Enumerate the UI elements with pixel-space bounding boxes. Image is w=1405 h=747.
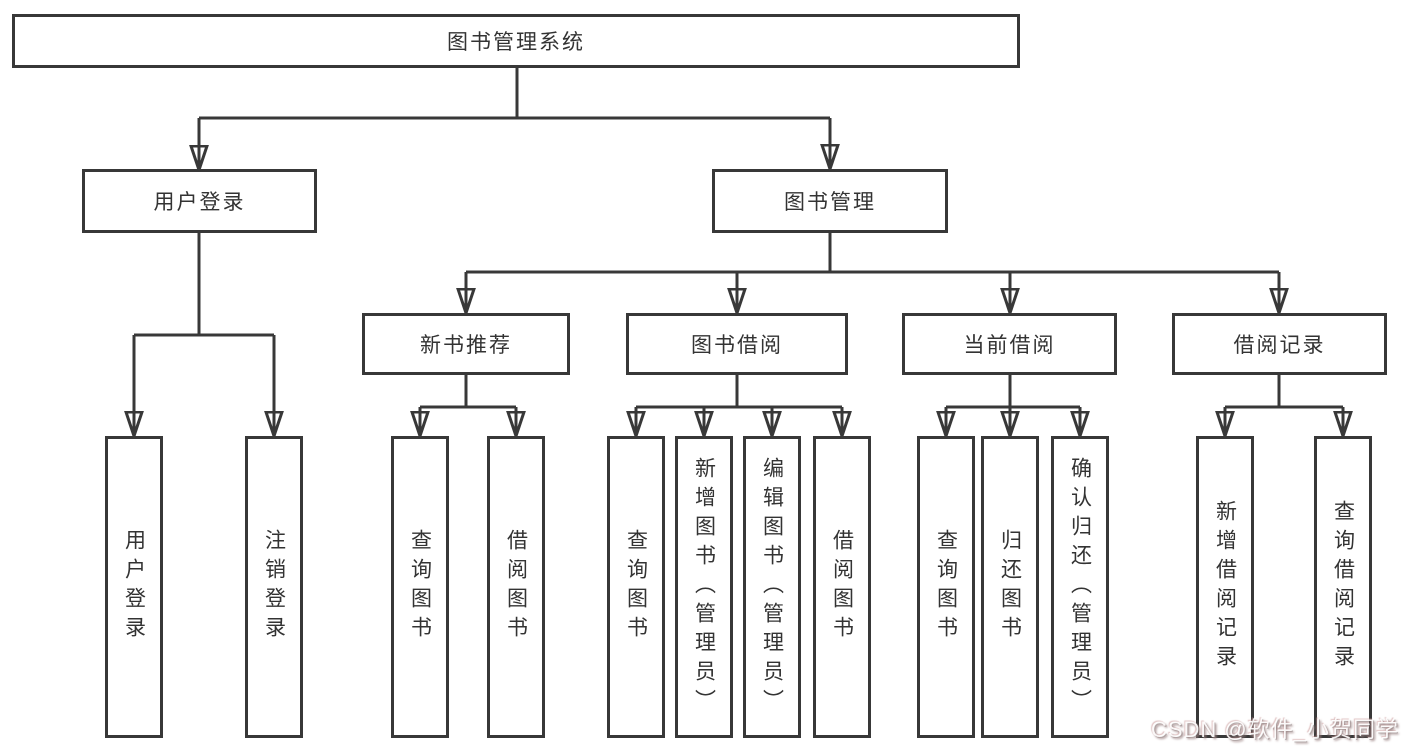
node-book-borrowing: 图书借阅 xyxy=(626,313,848,375)
node-book-management-label: 图书管理 xyxy=(784,191,876,214)
leaf-user-login: 用户登录 xyxy=(105,436,163,738)
leaf-borrowing-borrow-books: 借阅图书 xyxy=(813,436,871,738)
leaf-current-query-books: 查询图书 xyxy=(917,436,975,738)
leaf-user-login-label: 用户登录 xyxy=(122,529,146,645)
csdn-watermark: CSDN @软件_小贺同学 xyxy=(1150,717,1399,742)
node-user-login-label: 用户登录 xyxy=(153,191,246,214)
node-current-borrowing-label: 当前借阅 xyxy=(963,334,1056,357)
leaf-records-query-record: 查询借阅记录 xyxy=(1314,436,1372,738)
node-new-book-recommend-label: 新书推荐 xyxy=(420,334,512,357)
node-root-label: 图书管理系统 xyxy=(447,31,585,54)
leaf-borrowing-edit-books-admin: 编辑图书（管理员） xyxy=(743,436,801,738)
leaf-borrowing-query-books: 查询图书 xyxy=(607,436,665,738)
leaf-current-query-books-label: 查询图书 xyxy=(934,529,958,645)
leaf-borrowing-borrow-books-label: 借阅图书 xyxy=(830,529,854,645)
node-new-book-recommend: 新书推荐 xyxy=(362,313,570,375)
connector-recommend-to-leaves xyxy=(420,375,516,436)
connector-mgmt-to-level3 xyxy=(466,233,1279,313)
connector-records-to-leaves xyxy=(1225,375,1343,436)
node-book-management: 图书管理 xyxy=(712,169,948,233)
leaf-logout: 注销登录 xyxy=(245,436,303,738)
connector-login-to-leaves xyxy=(134,233,274,436)
leaf-borrowing-add-books-admin: 新增图书（管理员） xyxy=(675,436,733,738)
node-borrow-records: 借阅记录 xyxy=(1172,313,1387,375)
leaf-recommend-query-books: 查询图书 xyxy=(391,436,449,738)
leaf-recommend-query-books-label: 查询图书 xyxy=(408,529,432,645)
leaf-borrowing-add-books-admin-label: 新增图书（管理员） xyxy=(692,456,716,718)
node-user-login: 用户登录 xyxy=(82,169,317,233)
node-current-borrowing: 当前借阅 xyxy=(902,313,1117,375)
leaf-recommend-borrow-books-label: 借阅图书 xyxy=(504,529,528,645)
leaf-current-return-books-label: 归还图书 xyxy=(998,529,1022,645)
connector-current-to-leaves xyxy=(946,375,1080,436)
node-root: 图书管理系统 xyxy=(12,14,1020,68)
leaf-logout-label: 注销登录 xyxy=(262,529,286,645)
leaf-records-add-record: 新增借阅记录 xyxy=(1196,436,1254,738)
leaf-current-confirm-return-admin: 确认归还（管理员） xyxy=(1051,436,1109,738)
leaf-records-add-record-label: 新增借阅记录 xyxy=(1213,500,1237,674)
leaf-records-query-record-label: 查询借阅记录 xyxy=(1331,500,1355,674)
leaf-current-confirm-return-admin-label: 确认归还（管理员） xyxy=(1068,456,1092,718)
leaf-borrowing-query-books-label: 查询图书 xyxy=(624,529,648,645)
connector-borrowing-to-leaves xyxy=(636,375,842,436)
leaf-borrowing-edit-books-admin-label: 编辑图书（管理员） xyxy=(760,456,784,718)
connector-root-to-level2 xyxy=(199,68,830,170)
node-borrow-records-label: 借阅记录 xyxy=(1233,334,1326,357)
node-book-borrowing-label: 图书借阅 xyxy=(691,334,783,357)
leaf-current-return-books: 归还图书 xyxy=(981,436,1039,738)
leaf-recommend-borrow-books: 借阅图书 xyxy=(487,436,545,738)
